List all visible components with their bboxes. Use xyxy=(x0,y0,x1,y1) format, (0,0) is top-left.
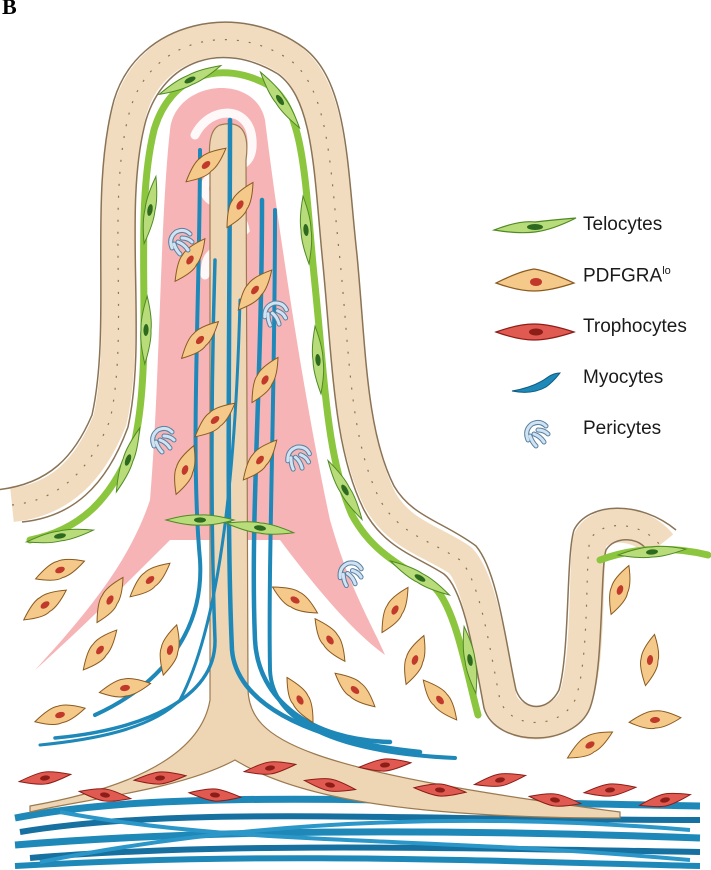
legend-label-pdgfra-main: PDFGRA xyxy=(583,265,662,286)
legend-label-pdgfra: PDFGRAlo xyxy=(583,265,671,287)
legend-item-myocytes: Myocytes xyxy=(490,361,711,412)
legend-label-trophocytes: Trophocytes xyxy=(583,316,687,338)
legend: Telocytes PDFGRAlo Trophocytes Myocytes … xyxy=(490,208,711,463)
legend-item-trophocytes: Trophocytes xyxy=(490,310,711,361)
legend-item-pericytes: Pericytes xyxy=(490,412,711,463)
legend-item-pdgfra: PDFGRAlo xyxy=(490,259,711,310)
legend-label-pdgfra-sup: lo xyxy=(662,265,671,277)
pdgfra-cell-icon xyxy=(490,259,580,299)
myocyte-icon xyxy=(490,361,580,401)
trophocyte-icon xyxy=(490,310,580,350)
legend-label-pericytes: Pericytes xyxy=(583,418,661,440)
legend-item-telocytes: Telocytes xyxy=(490,208,711,259)
pericyte-icon xyxy=(490,412,580,452)
legend-label-telocytes: Telocytes xyxy=(583,214,662,236)
legend-label-myocytes: Myocytes xyxy=(583,367,663,389)
telocyte-icon xyxy=(490,208,580,248)
